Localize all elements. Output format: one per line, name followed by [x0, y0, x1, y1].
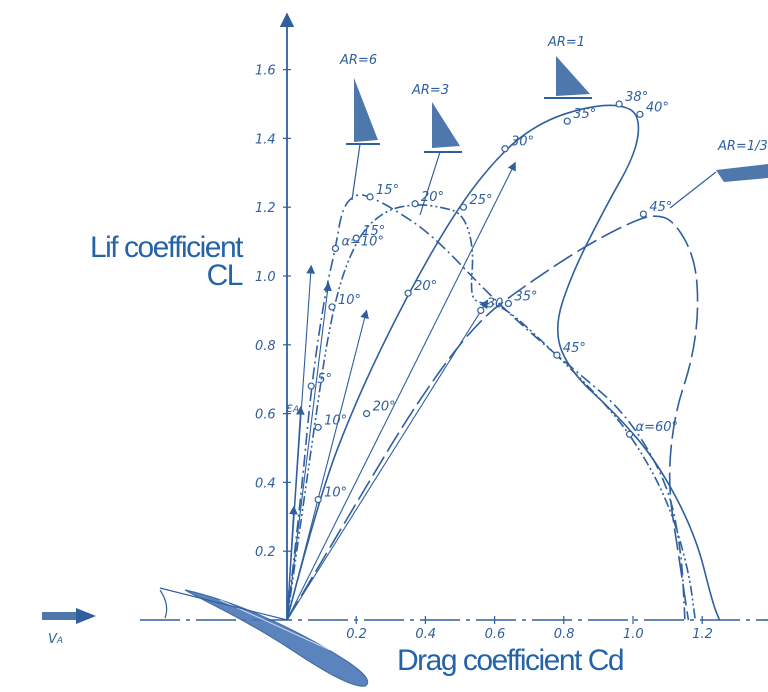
series-curve: [286, 215, 699, 621]
x-tick-label: 0.6: [485, 627, 506, 642]
y-tick-label: 1.0: [255, 270, 276, 285]
data-point: [362, 410, 371, 418]
sail-icon-ar-third: [669, 164, 768, 209]
series-label: AR=3: [411, 83, 449, 98]
data-point: [404, 289, 412, 297]
data-point: [477, 306, 485, 314]
force-vector: [286, 282, 332, 621]
angle-label: 25°: [469, 193, 492, 208]
curve-annotations: 5°α=10°15°10°15°20°25°3045°α=60°10°20°30…: [307, 90, 679, 504]
curves: [286, 104, 721, 621]
heading-line: [159, 587, 288, 621]
force-vector: [286, 299, 489, 621]
series-curve: [286, 104, 721, 621]
series-label: AR=1/3: [717, 139, 768, 154]
angle-label: 45°: [563, 341, 586, 356]
x-tick-label: 1.2: [692, 627, 713, 642]
y-axis-title: Lif coefficient CL: [56, 231, 244, 292]
angle-label: 35°: [573, 107, 596, 122]
y-axis-title-line2: CL: [206, 259, 244, 292]
data-point: [501, 145, 509, 153]
series-curve: [286, 194, 686, 621]
data-point: [411, 200, 419, 208]
force-vector: [286, 309, 369, 621]
data-point: [504, 299, 513, 308]
leeway-angle-arc: [159, 589, 168, 619]
data-point: [636, 110, 644, 118]
data-point: [553, 351, 561, 359]
va-label: VA: [48, 632, 63, 647]
y-tick-label: 0.2: [255, 545, 276, 560]
wind-arrow-tail: [42, 612, 76, 620]
x-axis-title: Drag coefficient Cd: [397, 644, 625, 677]
data-point: [459, 203, 468, 211]
angle-label: 40°: [646, 100, 669, 115]
wind-arrow-head: [76, 608, 96, 624]
angle-label: 10°: [324, 486, 347, 501]
epsilon-sub: A: [292, 405, 299, 415]
angle-label: 35°: [514, 290, 537, 305]
y-axis-title-line1: Lif coefficient: [89, 231, 244, 264]
data-point: [314, 496, 322, 504]
sail-icon-ar3: [419, 102, 462, 216]
y-tick-label: 1.4: [255, 132, 276, 147]
sail-icon-ar6: [346, 78, 380, 201]
angle-label: 38°: [625, 90, 648, 105]
x-tick-label: 0.2: [346, 627, 367, 642]
angle-label: α=60°: [636, 420, 679, 435]
x-tick-label: 0.8: [554, 627, 575, 642]
y-tick-label: 0.6: [255, 408, 276, 423]
data-point: [307, 382, 315, 390]
series-label: AR=1: [547, 35, 585, 50]
epsilon-label: εA: [286, 401, 299, 416]
series-label: AR=6: [339, 53, 377, 68]
series-labels: AR=6AR=3 AR=1AR=1/3: [339, 35, 768, 154]
angle-label: 30: [487, 296, 504, 311]
boat-hull: [184, 589, 369, 687]
data-point: [314, 423, 322, 431]
data-point: [563, 117, 571, 125]
angle-label: 45°: [649, 200, 672, 215]
angle-label: 10°: [324, 413, 347, 428]
x-tick-label: 0.4: [415, 627, 436, 642]
angle-label: 10°: [338, 293, 361, 308]
angle-label: 30°: [511, 135, 534, 150]
va-sub: A: [56, 636, 63, 646]
y-tick-label: 1.6: [255, 64, 276, 79]
y-tick-label: 1.2: [255, 201, 276, 216]
x-tick-label: 1.0: [623, 627, 644, 642]
angle-label: 20°: [373, 400, 396, 415]
angle-label: 15°: [376, 183, 399, 198]
tick-labels: 0.2 0.4 0.6 0.8 1.0 1.2 0.2 0.4 0.6 0.8 1.0 1.2 1.4 1…: [255, 64, 713, 642]
force-vector: [286, 505, 298, 621]
force-vectors: [286, 161, 516, 621]
angle-label: 20°: [414, 279, 437, 294]
data-point: [615, 100, 623, 108]
data-point: [639, 210, 647, 218]
y-tick-label: 0.8: [255, 339, 276, 354]
angle-label: 15°: [362, 224, 385, 239]
data-point: [331, 244, 340, 253]
boat-hull-group: [42, 587, 369, 687]
angle-label: 5°: [317, 372, 332, 387]
data-point: [328, 303, 336, 311]
data-point: [625, 430, 634, 438]
angle-label: α=10°: [341, 234, 384, 249]
data-point: [366, 193, 374, 201]
series-curve: [286, 204, 697, 621]
sail-icon-ar1: [544, 56, 592, 99]
data-point: [352, 234, 360, 242]
y-tick-label: 0.4: [255, 476, 276, 491]
force-vector: [286, 161, 516, 621]
sail-icons: [346, 56, 768, 216]
